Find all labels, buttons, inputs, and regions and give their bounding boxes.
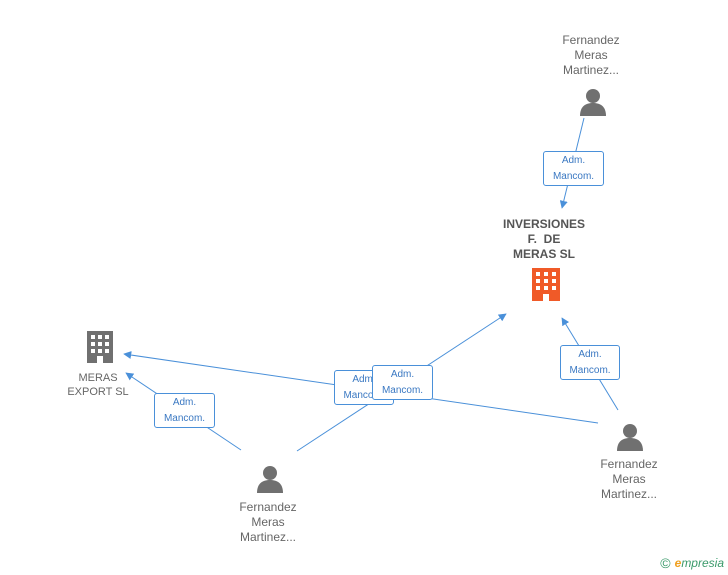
person-right-label[interactable]: Fernandez Meras Martinez... [600, 457, 658, 501]
copyright-symbol: © [660, 555, 671, 571]
person-icon[interactable] [580, 89, 606, 116]
building-icon-main[interactable] [532, 268, 560, 301]
person-top-label[interactable]: Fernandez Meras Martinez... [562, 33, 620, 77]
brand-logo: empresia [674, 556, 724, 570]
person-icon[interactable] [617, 424, 643, 451]
relation-badge-right-to-main[interactable]: Adm. Mancom. [560, 345, 620, 380]
company-export-label[interactable]: MERAS EXPORT SL [67, 372, 129, 398]
relation-badge-top-to-main[interactable]: Adm. Mancom. [543, 151, 604, 186]
person-icon[interactable] [257, 466, 283, 493]
company-main-label[interactable]: INVERSIONES F. DE MERAS SL [502, 217, 586, 261]
person-bottom-label[interactable]: Fernandez Meras Martinez... [239, 500, 297, 544]
relation-badge-bottom-to-main[interactable]: Adm. Mancom. [372, 365, 433, 400]
relation-badge-bottom-to-export[interactable]: Adm. Mancom. [154, 393, 215, 428]
building-icon[interactable] [87, 331, 113, 363]
footer-brand: © empresia [660, 555, 724, 571]
